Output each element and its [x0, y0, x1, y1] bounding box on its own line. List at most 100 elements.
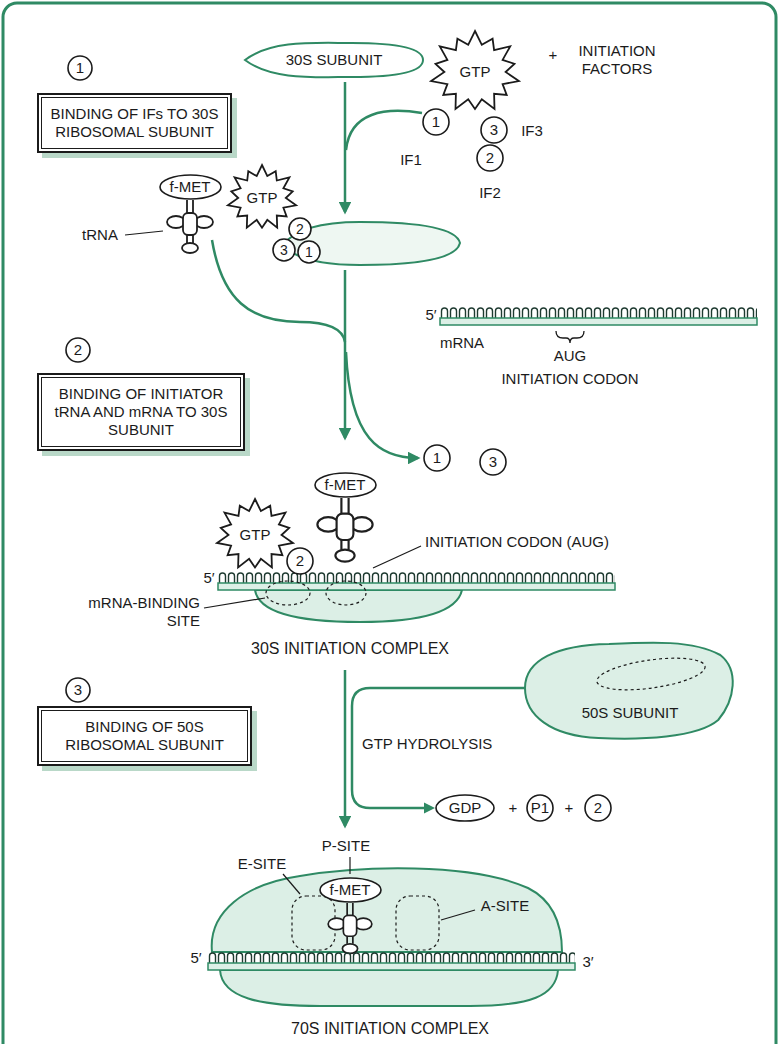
mrna-strand	[208, 952, 575, 970]
factor-circle: 3	[272, 238, 296, 262]
mrna-strand	[440, 307, 757, 325]
leader-line	[125, 231, 163, 235]
50s-subunit	[212, 868, 562, 952]
product-circle: P1	[526, 794, 554, 822]
circle-outline	[68, 56, 92, 80]
mrna-backbone	[208, 963, 575, 970]
frame-border	[3, 3, 776, 1044]
gtp-burst: GTP	[215, 498, 295, 572]
annotation-label: E-SITE	[238, 855, 286, 873]
node-text: BINDING OF 50S RIBOSOMAL SUBUNIT	[49, 718, 240, 754]
circle-outline	[273, 239, 295, 261]
leader-line	[373, 546, 421, 568]
circle-outline	[287, 548, 313, 574]
mrna-codons	[440, 307, 757, 318]
node-text: 2	[296, 221, 304, 237]
burst-outline	[431, 31, 519, 109]
node-text: 1	[433, 449, 441, 467]
factor-circle: 2	[476, 144, 504, 172]
30s-subunit	[255, 590, 462, 622]
annotation-label: +	[509, 799, 518, 817]
annotation-label: P-SITE	[322, 837, 370, 855]
annotation-label: INITIATION FACTORS	[565, 42, 669, 78]
node-text: 2	[486, 149, 494, 167]
annotation-label: 5′	[425, 306, 436, 324]
factor-circle: 2	[286, 547, 314, 575]
node-text: 1	[305, 244, 313, 260]
circle-outline	[527, 795, 553, 821]
arrow-line	[352, 688, 525, 808]
node-text: BINDING OF IFs TO 30S RIBOSOMAL SUBUNIT	[49, 105, 220, 141]
node-text: 1	[76, 59, 84, 77]
flow-arrow	[344, 670, 347, 826]
node-text: 1	[432, 113, 440, 131]
node-text: 50S SUBUNIT	[582, 704, 679, 722]
annotation-label: 5′	[190, 949, 201, 967]
factor-circle: 2	[288, 217, 312, 241]
annotation-label: IF2	[479, 184, 501, 202]
flow-line	[346, 111, 422, 150]
30s-subunit	[220, 970, 558, 1006]
step-box: BINDING OF INITIATOR tRNA AND mRNA TO 30…	[37, 373, 245, 451]
codon-bracket	[556, 331, 584, 343]
burst-outline	[217, 499, 293, 567]
annotation-label: 3′	[582, 953, 593, 971]
trna-drawing	[328, 903, 372, 953]
circle-outline	[66, 338, 90, 362]
arrowhead	[424, 803, 435, 814]
binding-site-outline	[326, 581, 366, 605]
amino-acid-oval: f-MET	[314, 472, 377, 498]
annotation-label: 5′	[203, 569, 214, 587]
groove-outline	[595, 653, 707, 696]
ribosome-subunit: 50S SUBUNIT	[525, 640, 735, 740]
oval-outline	[160, 175, 221, 199]
node-text: 3	[490, 121, 498, 139]
annotation-label: mRNA	[440, 334, 484, 352]
node-text: 3	[74, 681, 82, 699]
annotation-label: INITIATION CODON	[501, 370, 638, 388]
flow-line	[212, 240, 345, 342]
mrna-backbone	[218, 583, 615, 590]
node-text: 2	[594, 799, 602, 817]
node-text: GTP	[240, 526, 271, 544]
annotation-label: mRNA-BINDING SITE	[65, 594, 200, 630]
step-number: 1	[67, 55, 93, 81]
mrna-backbone	[440, 318, 757, 325]
oval-outline	[315, 473, 376, 497]
circle-outline	[480, 449, 506, 475]
factor-circle: 1	[423, 444, 451, 472]
node-text: GTP	[460, 63, 491, 81]
circle-outline	[66, 678, 90, 702]
oval-outline	[436, 795, 494, 821]
gtp-burst: GTP	[429, 30, 521, 114]
annotation-label: IF1	[400, 151, 422, 169]
reaction-arrow	[352, 688, 525, 814]
annotation-label: INITIATION CODON (AUG)	[425, 533, 609, 551]
factor-circle: 3	[480, 116, 508, 144]
node-text: BINDING OF INITIATOR tRNA AND mRNA TO 30…	[49, 385, 233, 439]
product-oval: GDP	[435, 794, 495, 822]
node-text: GTP	[247, 189, 278, 207]
circle-outline	[585, 795, 611, 821]
circle-outline	[424, 445, 450, 471]
node-text: 3	[280, 242, 288, 258]
annotation-label: AUG	[554, 347, 587, 365]
trna-drawing	[167, 200, 213, 253]
step-number: 2	[65, 337, 91, 363]
leader-line	[283, 874, 300, 894]
burst-outline	[228, 165, 296, 228]
annotation-label: IF3	[521, 122, 543, 140]
node-text: 2	[296, 552, 304, 570]
node-text: f-MET	[325, 476, 366, 494]
circle-outline	[423, 109, 449, 135]
annotation-label: +	[565, 799, 574, 817]
mrna-codons	[208, 952, 575, 963]
a-site-outline	[396, 896, 439, 950]
leader-line	[349, 857, 350, 874]
node-text: f-MET	[170, 178, 211, 196]
subunit-outline	[525, 643, 733, 739]
annotation-label: 30S INITIATION COMPLEX	[251, 639, 449, 658]
factor-circle: 3	[479, 448, 507, 476]
